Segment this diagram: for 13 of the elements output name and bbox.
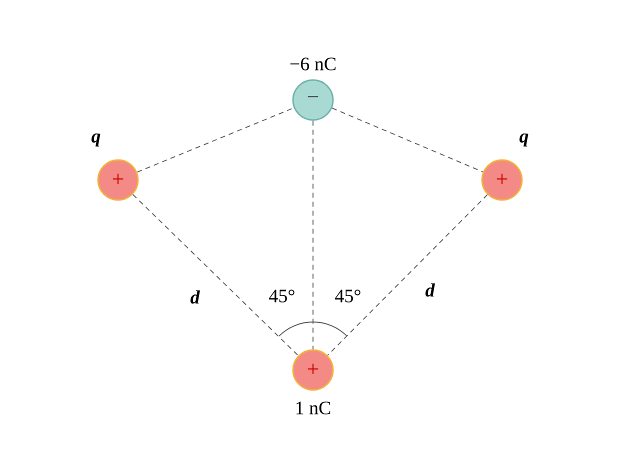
dashed-line [327, 194, 488, 356]
distance-label: d [425, 283, 435, 297]
distance-label: d [190, 290, 200, 304]
dashed-line [132, 194, 299, 356]
dashed-line [312, 120, 314, 350]
dashed-line [332, 108, 484, 172]
charge-label: −6 nC [290, 58, 336, 70]
angle-label: 45° [335, 290, 360, 302]
dashed-line [136, 107, 294, 173]
charge-label: q [520, 134, 528, 146]
angle-label: 45° [269, 290, 294, 302]
charge-label: q [91, 134, 100, 146]
charge-label: 1 nC [296, 402, 330, 414]
